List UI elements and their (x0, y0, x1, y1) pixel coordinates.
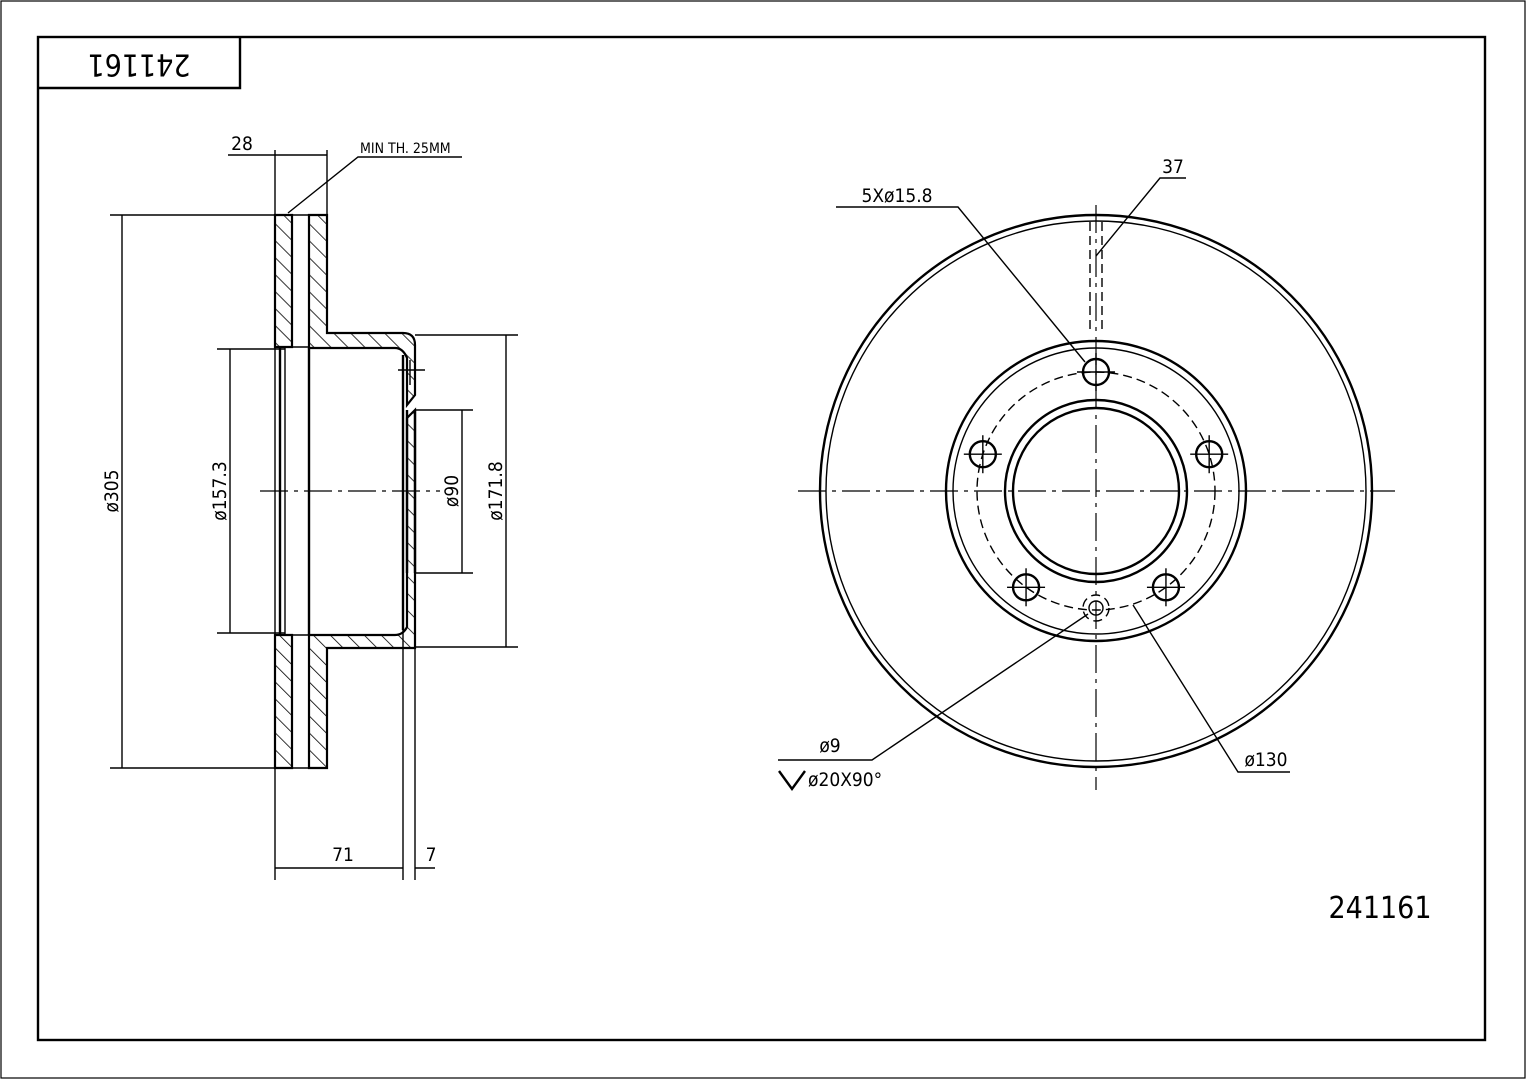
dim-vent-width: 37 (1162, 156, 1184, 178)
hat-edge (944, 339, 1248, 643)
drawing-frame (36, 35, 1487, 1042)
dim-height: 71 (332, 844, 354, 866)
small-hole (1088, 600, 1104, 616)
dim-outer-diameter: ø305 (101, 469, 123, 512)
disc-outer-edge (818, 213, 1374, 769)
dim-countersink: ø20X90° (808, 769, 882, 791)
dim-bolt-holes: 5Xø15.8 (861, 185, 932, 207)
dim-hat-thickness: 7 (426, 844, 437, 866)
section-view: 28 MIN TH. 25MM ø305 ø157.3 ø90 ø171.8 7… (101, 133, 518, 880)
note-min-thickness: MIN TH. 25MM (360, 141, 451, 157)
center-bore (1003, 398, 1189, 584)
dim-inner-diameter: ø157.3 (209, 461, 231, 520)
front-view: 37 5Xø15.8 ø9 ø20X90° ø130 (778, 156, 1395, 792)
dim-center-bore: ø90 (441, 475, 463, 507)
dim-small-hole: ø9 (819, 735, 840, 757)
dim-hat-diameter: ø171.8 (485, 461, 507, 520)
title-part-number: 241161 (87, 47, 190, 82)
bolt-holes (963, 353, 1229, 607)
dim-thickness: 28 (231, 133, 253, 155)
dim-bolt-circle: ø130 (1244, 749, 1287, 771)
part-number-label: 241161 (1328, 891, 1431, 926)
title-box: 241161 (38, 37, 242, 90)
